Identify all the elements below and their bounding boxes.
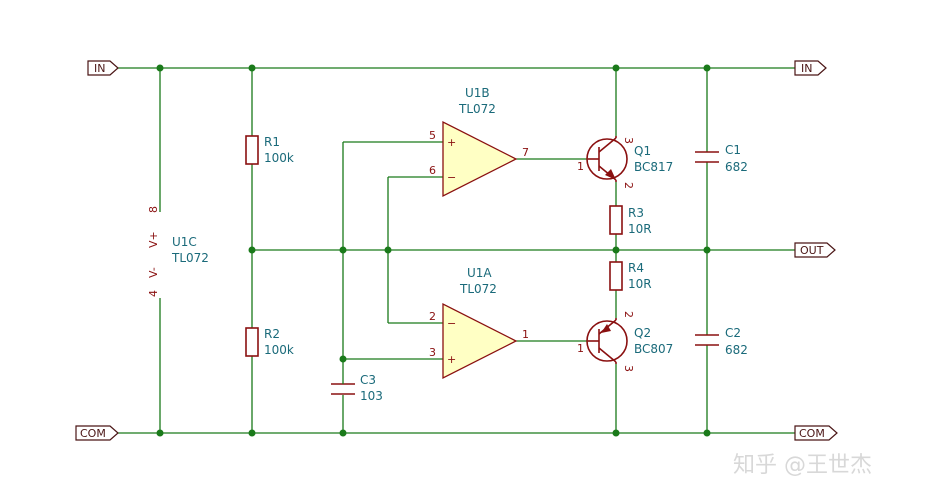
pin-number: 1 (522, 328, 529, 341)
q2-value: BC807 (634, 342, 673, 356)
port-in-right: IN (794, 60, 827, 76)
junction-dot (384, 246, 392, 254)
junction-dot (248, 246, 256, 254)
port-com-right: COM (794, 425, 838, 441)
u1b-minus-sign: − (447, 171, 456, 184)
pin-number: 7 (522, 146, 529, 159)
opamp-u1b: U1B TL072 + − 5 6 7 (429, 86, 529, 198)
resistor-r3: R3 10R (609, 205, 652, 236)
watermark: 知乎 @王世杰 (733, 453, 872, 478)
junction-dot (612, 64, 620, 72)
capacitor-c1: C1 682 (695, 143, 748, 174)
r3-ref: R3 (628, 206, 644, 220)
q1-value: BC817 (634, 160, 673, 174)
junction-dot (339, 355, 347, 363)
capacitor-c2: C2 682 (695, 326, 748, 357)
pin-number: 1 (577, 160, 584, 173)
port-com-left: COM (75, 425, 119, 441)
wires (118, 67, 795, 434)
c1-ref: C1 (725, 143, 741, 157)
c3-value: 103 (360, 389, 383, 403)
q1-ref: Q1 (634, 144, 651, 158)
u1b-ref: U1B (465, 86, 490, 100)
u1b-plus-sign: + (447, 136, 456, 149)
port-label: COM (799, 427, 825, 440)
resistor-r2: R2 100k (245, 327, 294, 357)
junction-dot (703, 64, 711, 72)
r3-value: 10R (628, 222, 652, 236)
junction-dot (703, 246, 711, 254)
pin-number: 4 (147, 290, 160, 297)
junction-dot (248, 64, 256, 72)
port-label: IN (801, 62, 812, 75)
capacitor-c3: C3 103 (331, 373, 383, 403)
junction-dot (339, 429, 347, 437)
c3-ref: C3 (360, 373, 376, 387)
r2-ref: R2 (264, 327, 280, 341)
r1-ref: R1 (264, 135, 280, 149)
u1a-ref: U1A (467, 266, 492, 280)
pin-number: 8 (147, 206, 160, 213)
transistor-q2: 1 2 3 Q2 BC807 (577, 311, 673, 372)
q2-ref: Q2 (634, 326, 651, 340)
transistor-q1: 1 3 2 Q1 BC817 (577, 136, 673, 189)
resistor-r1: R1 100k (245, 135, 294, 165)
u1c-power-unit: 8 V+ V- 4 U1C TL072 (147, 206, 209, 297)
pin-number: 6 (429, 164, 436, 177)
c2-ref: C2 (725, 326, 741, 340)
u1a-plus-sign: + (447, 353, 456, 366)
c1-value: 682 (725, 160, 748, 174)
u1a-minus-sign: − (447, 317, 456, 330)
pin-number: 5 (429, 129, 436, 142)
u1b-value: TL072 (458, 102, 496, 116)
r4-value: 10R (628, 277, 652, 291)
pin-number: 2 (622, 182, 635, 189)
u1c-ref: U1C (172, 235, 197, 249)
junction-dot (612, 246, 620, 254)
junction-dot (248, 429, 256, 437)
junction-dot (156, 64, 164, 72)
pin-number: 1 (577, 342, 584, 355)
r4-ref: R4 (628, 261, 644, 275)
port-in-left: IN (87, 60, 119, 76)
junction-dot (612, 429, 620, 437)
port-label: IN (94, 62, 105, 75)
junction-dot (156, 429, 164, 437)
c2-value: 682 (725, 343, 748, 357)
port-label: OUT (800, 244, 824, 257)
r2-value: 100k (264, 343, 294, 357)
opamp-u1a: U1A TL072 − + 2 3 1 (429, 266, 529, 380)
pin-name: V+ (147, 231, 160, 248)
pin-number: 3 (429, 346, 436, 359)
port-label: COM (80, 427, 106, 440)
u1c-value: TL072 (171, 251, 209, 265)
pin-number: 2 (429, 310, 436, 323)
pin-number: 3 (622, 137, 635, 144)
resistor-r4: R4 10R (609, 261, 652, 291)
junction-dot (339, 246, 347, 254)
port-out-right: OUT (794, 242, 836, 258)
r1-value: 100k (264, 151, 294, 165)
pin-number: 3 (622, 365, 635, 372)
junctions (156, 64, 711, 437)
pin-name: V- (147, 267, 160, 278)
junction-dot (703, 429, 711, 437)
u1a-value: TL072 (459, 282, 497, 296)
pin-number: 2 (622, 311, 635, 318)
